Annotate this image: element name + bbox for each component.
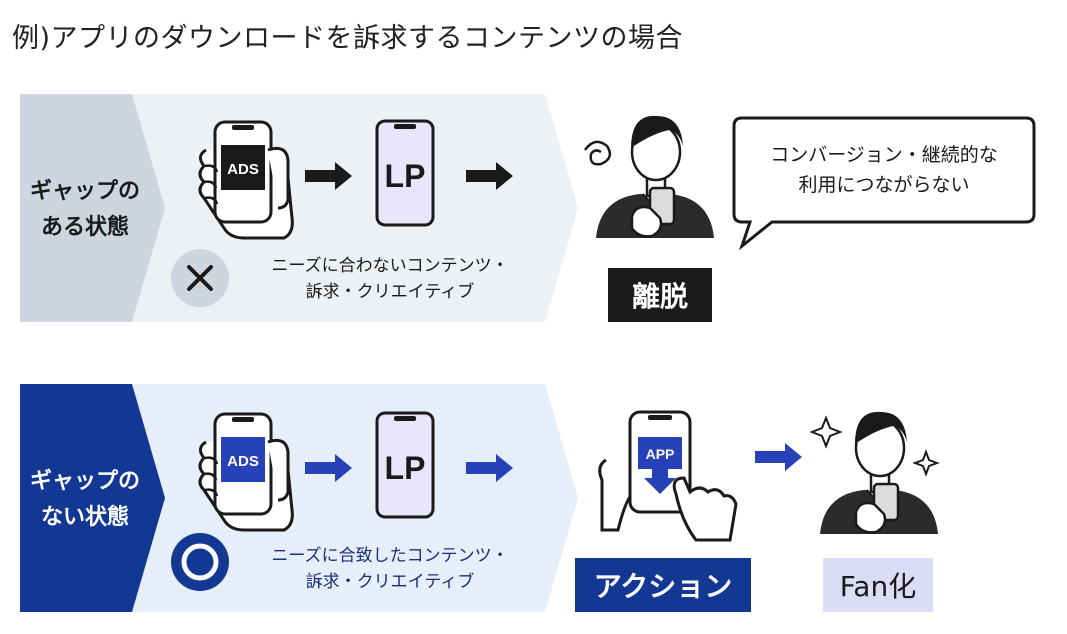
gap-label: ギャップの ある状態 — [20, 174, 150, 246]
bubble-text: コンバージョン・継続的な 利用につながらない — [736, 140, 1032, 200]
cross-mark-icon — [187, 265, 213, 291]
speech-bubble — [732, 116, 1036, 251]
gap-caption-line1: ニーズに合わないコンテンツ・ — [271, 256, 509, 276]
nogap-caption-line2: 訴求・クリエイティブ — [305, 572, 475, 592]
leave-badge-bg — [608, 268, 712, 322]
gap-label-line2: ある状態 — [40, 215, 129, 240]
gap-arrow-2-icon — [466, 162, 513, 190]
gap-label-chevron — [20, 94, 165, 322]
action-badge: アクション — [593, 570, 733, 603]
page-title: 例)アプリのダウンロードを訴求するコンテンツの場合 — [12, 23, 684, 54]
action-badge-bg — [575, 558, 751, 612]
gap-label-line1: ギャップの — [29, 179, 140, 204]
bubble-line2: 利用につながらない — [798, 174, 970, 196]
app-text: APP — [646, 446, 675, 462]
happy-person-icon — [809, 411, 940, 534]
nogap-label-chevron — [20, 384, 165, 612]
nogap-label-line1: ギャップの — [29, 469, 140, 494]
nogap-panel — [20, 384, 578, 612]
app-download-icon: APP — [598, 410, 738, 542]
gap-arrow-1-icon — [305, 162, 352, 190]
nogap-caption: ニーズに合致したコンテンツ・ 訴求・クリエイティブ — [240, 543, 540, 595]
nogap-lp-text: LP — [385, 450, 426, 486]
gap-lp-text: LP — [385, 158, 426, 194]
circle-mark-outer — [171, 533, 229, 591]
ads-phone-icon: ADS — [198, 120, 294, 240]
nogap-arrow-3-icon — [755, 443, 802, 471]
gap-ads-text: ADS — [227, 161, 259, 178]
nogap-lp-phone-icon: LP — [375, 411, 435, 519]
gap-caption: ニーズに合わないコンテンツ・ 訴求・クリエイティブ — [240, 253, 540, 305]
gap-lp-phone-icon: LP — [375, 119, 435, 227]
nogap-arrow-2-icon — [466, 454, 513, 482]
nogap-arrow-1-icon — [305, 454, 352, 482]
gap-caption-line2: 訴求・クリエイティブ — [305, 282, 475, 302]
circle-mark-icon — [181, 543, 219, 581]
bubble-line1: コンバージョン・継続的な — [770, 144, 998, 166]
gap-panel — [20, 94, 578, 322]
fan-badge: Fan化 — [839, 570, 917, 603]
confused-person-icon — [583, 115, 714, 238]
leave-badge: 離脱 — [631, 280, 688, 313]
nogap-ads-phone-icon: ADS — [198, 412, 294, 532]
nogap-caption-line1: ニーズに合致したコンテンツ・ — [271, 546, 509, 566]
nogap-label-line2: ない状態 — [40, 505, 129, 530]
fan-badge-bg — [823, 558, 933, 612]
nogap-label: ギャップの ない状態 — [20, 464, 150, 536]
nogap-ads-text: ADS — [227, 453, 259, 470]
